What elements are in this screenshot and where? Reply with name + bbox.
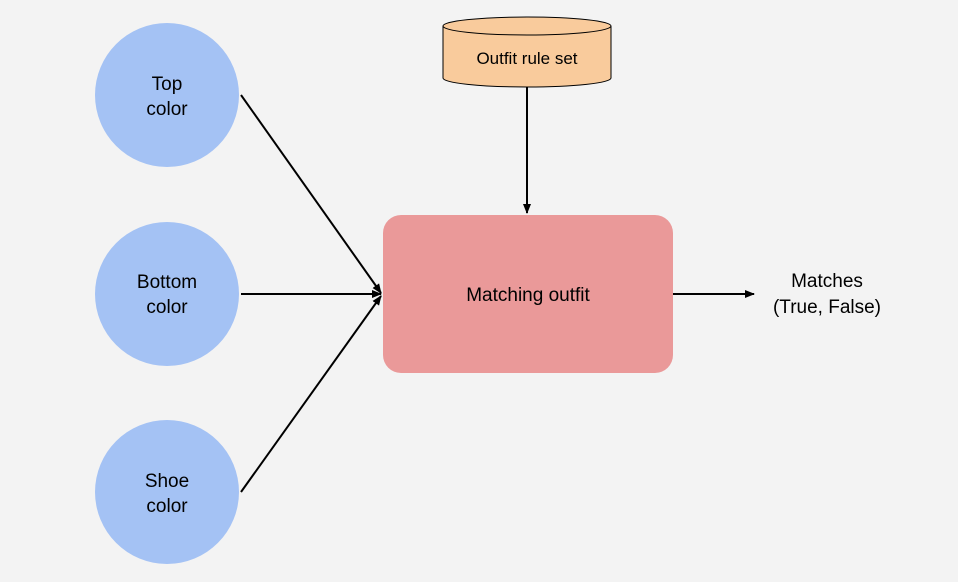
input-shoe-label-line2: color	[146, 496, 188, 517]
input-shoe-color: Shoe color	[95, 420, 239, 564]
input-top-label-line2: color	[146, 99, 188, 120]
input-shoe-label-line1: Shoe	[145, 471, 189, 492]
input-bottom-color: Bottom color	[95, 222, 239, 366]
output-label-line1: Matches	[791, 271, 863, 292]
rule-set-cylinder: Outfit rule set	[442, 16, 612, 88]
input-top-label-line1: Top	[152, 74, 183, 95]
rule-set-label: Outfit rule set	[476, 49, 577, 68]
arrow-top-to-matching	[240, 94, 382, 294]
matching-outfit-box: Matching outfit	[383, 215, 673, 373]
input-top-color: Top color	[95, 23, 239, 167]
arrow-shoe-to-matching	[240, 295, 382, 493]
input-bottom-label-line2: color	[146, 297, 188, 318]
matching-outfit-label: Matching outfit	[466, 285, 590, 306]
output-matches: Matches (True, False)	[773, 271, 881, 318]
output-label-line2: (True, False)	[773, 297, 881, 318]
input-bottom-label-line1: Bottom	[137, 272, 197, 293]
